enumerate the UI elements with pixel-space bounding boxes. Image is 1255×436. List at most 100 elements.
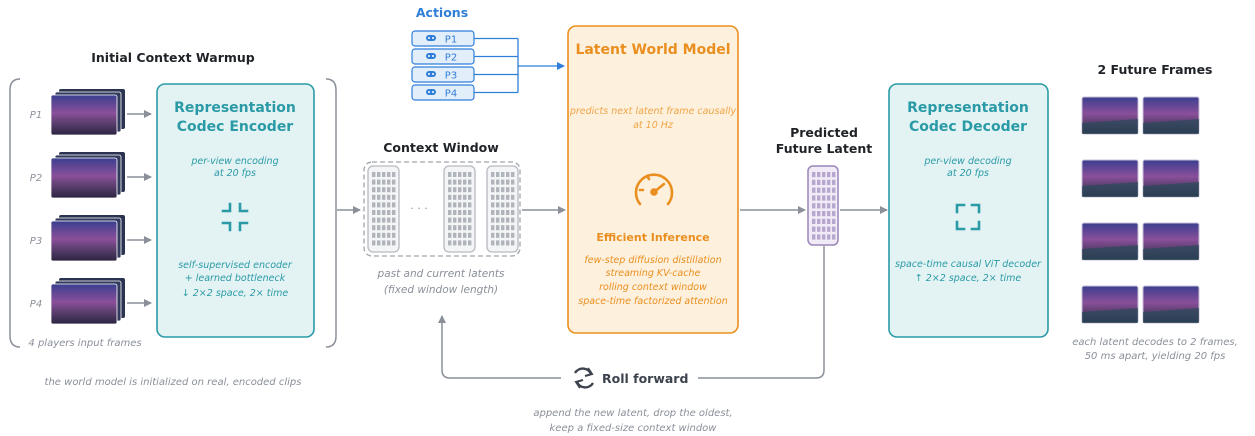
world-model-desc-line2: at 10 Hz (633, 120, 674, 131)
latent-cell (458, 225, 462, 231)
latent-cell (496, 194, 500, 200)
latent-cell (812, 218, 816, 224)
latent-cell (827, 195, 831, 201)
latent-cell (817, 226, 821, 232)
player-row-2: P2 (30, 152, 152, 199)
context-latents (367, 165, 519, 253)
latent-cell (827, 172, 831, 178)
latent-cell (827, 179, 831, 185)
latent-cell (817, 195, 821, 201)
latent-cell (463, 187, 467, 193)
latent-cell (372, 202, 376, 208)
decoder-box: Representation Codec Decoder per-view de… (888, 83, 1049, 338)
latent-cell (387, 210, 391, 215)
latent-cell (827, 203, 831, 209)
latent-cell (382, 179, 386, 185)
expand-icon (955, 203, 981, 231)
predicted-latent-grid (812, 172, 836, 240)
latent-cell (812, 234, 816, 240)
action-item-p1: P1 (411, 30, 475, 47)
latent-cell (382, 240, 386, 246)
latent-cell (382, 225, 386, 231)
latent-cell (832, 195, 836, 201)
latent-cell (506, 202, 510, 208)
latent-cell (448, 187, 452, 193)
latent-cell (468, 187, 472, 193)
latent-cell (392, 202, 396, 208)
latent-cell (468, 202, 472, 208)
latent-cell (511, 202, 515, 208)
latent-cell (827, 211, 831, 217)
latent-cell (832, 179, 836, 185)
latent-cell (448, 217, 452, 223)
latent-cell (827, 234, 831, 240)
context-window-title: Context Window (383, 140, 499, 155)
player-label: P4 (30, 299, 42, 310)
latent-cell (458, 217, 462, 223)
encoder-desc-line2: at 20 fps (214, 168, 256, 179)
latent-cell (453, 179, 457, 185)
latent-cell (458, 179, 462, 185)
latent-cell (387, 217, 391, 223)
latent-cell (812, 187, 816, 193)
latent-cell (822, 187, 826, 193)
latent-cell (392, 225, 396, 231)
latent-cell (458, 187, 462, 193)
actions-title: Actions (416, 5, 468, 20)
inference-item: streaming KV-cache (606, 268, 701, 279)
context-window-frame (363, 161, 521, 257)
future-caption-line1: each latent decodes to 2 frames, (1072, 337, 1238, 348)
predicted-title-line1: Predicted (790, 125, 858, 140)
latent-cell (468, 232, 472, 238)
latent-cell (496, 172, 500, 177)
latent-cell (832, 218, 836, 224)
latent-cell (453, 210, 457, 215)
latent-cell (387, 202, 391, 208)
predicted-title-line2: Future Latent (776, 141, 872, 156)
latent-cell (832, 211, 836, 217)
latent-cell (377, 179, 381, 185)
latent-cell (822, 195, 826, 201)
future-frame-thumbnail (1081, 285, 1139, 324)
latent-cell (506, 240, 510, 246)
latent-cell (506, 217, 510, 223)
latent-cell (501, 225, 505, 231)
future-caption-line2: 50 ms apart, yielding 20 fps (1085, 351, 1226, 362)
latent-cell (812, 203, 816, 209)
latent-cell (448, 210, 452, 215)
latent-cell (377, 194, 381, 200)
latent-cell (827, 226, 831, 232)
warmup-title: Initial Context Warmup (91, 50, 255, 65)
latent-cell (372, 187, 376, 193)
latent-cell (812, 195, 816, 201)
gamepad-icon (426, 53, 436, 59)
latent-cell (453, 240, 457, 246)
latent-cell (491, 179, 495, 185)
actions-connector (474, 37, 565, 94)
context-ellipsis: · · · (410, 202, 427, 215)
latent-cell (448, 240, 452, 246)
latent-cell (382, 172, 386, 177)
future-frame-thumbnail (1081, 159, 1139, 198)
latent-cell (382, 187, 386, 193)
latent-cell (822, 226, 826, 232)
latent-cell (501, 232, 505, 238)
latent-cell (463, 240, 467, 246)
latent-cell (817, 179, 821, 185)
latent-cell (463, 194, 467, 200)
latent-cell (827, 187, 831, 193)
latent-cell (511, 179, 515, 185)
latent-cell (463, 217, 467, 223)
latent-cell (501, 240, 505, 246)
latent-cell (506, 194, 510, 200)
latent-cell (372, 172, 376, 177)
latent-cell (463, 232, 467, 238)
roll-caption-line2: keep a fixed-size context window (550, 423, 718, 434)
latent-cell (491, 210, 495, 215)
latent-cell (377, 225, 381, 231)
latent-cell (387, 240, 391, 246)
latent-cell (377, 172, 381, 177)
gamepad-icon (426, 71, 436, 77)
latent-cell (468, 217, 472, 223)
speedometer-icon (634, 173, 674, 206)
